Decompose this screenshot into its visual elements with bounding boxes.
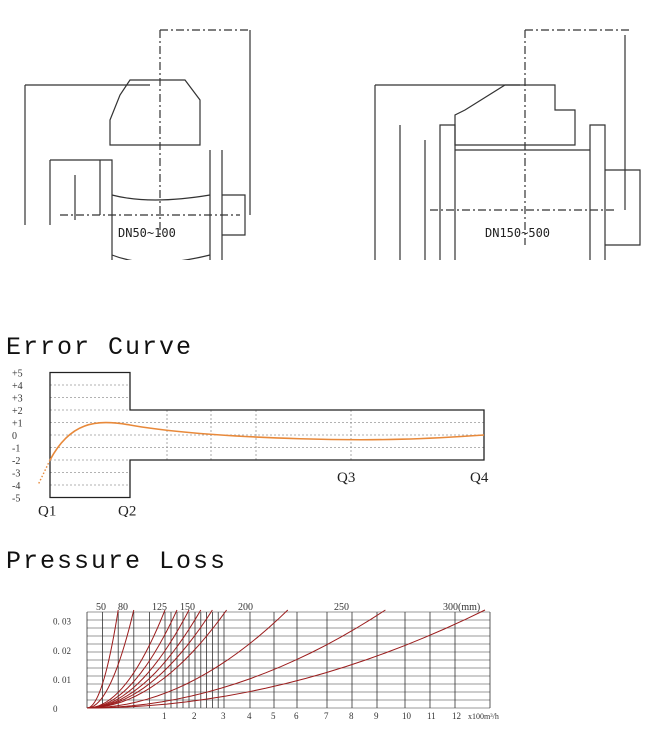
error-series-extrapolation <box>37 459 51 486</box>
y-tick-label: 0. 01 <box>53 675 71 685</box>
y-tick-label: 0 <box>12 431 17 442</box>
pressure-series-unlabeled <box>86 609 190 709</box>
series-label: 125 <box>152 602 167 613</box>
drawing-dn150-500 <box>374 29 641 260</box>
series-label: 50 <box>96 602 106 613</box>
x-tick-label: 4 <box>247 711 252 721</box>
pressure-series-250 <box>86 609 386 709</box>
x-tick-label: 5 <box>271 711 276 721</box>
x-label-q4: Q4 <box>470 470 489 486</box>
x-tick-label: 7 <box>324 711 329 721</box>
y-tick-label: -5 <box>12 494 20 505</box>
series-label: 80 <box>118 602 128 613</box>
pressure-series-200 <box>86 609 289 709</box>
pressure-series-80 <box>86 609 166 709</box>
x-tick-label: 10 <box>402 711 412 721</box>
y-tick-label: -3 <box>12 469 20 480</box>
x-tick-label: 12 <box>452 711 461 721</box>
y-tick-label: 0. 02 <box>53 646 71 656</box>
y-tick-label: +1 <box>12 419 23 430</box>
pressure-series-unlabeled <box>86 609 213 709</box>
tolerance-envelope <box>49 371 485 499</box>
y-tick-label: -2 <box>12 456 20 467</box>
series-label: 250 <box>334 602 349 613</box>
x-tick-label: 3 <box>221 711 226 721</box>
drawing-caption-dn50-100: DN50~100 <box>118 226 176 240</box>
pressure-series-unlabeled <box>86 609 135 709</box>
x-axis-unit: x100m³/h <box>468 712 499 721</box>
pressure-series-unlabeled <box>86 609 178 709</box>
x-label-q3: Q3 <box>337 470 355 486</box>
series-label: 300(mm) <box>443 602 480 613</box>
x-label-q1: Q1 <box>38 504 56 518</box>
drawing-caption-dn150-500: DN150~500 <box>485 226 551 240</box>
dimension-drawings <box>24 29 641 260</box>
y-tick-label: +2 <box>12 406 23 417</box>
pressure-series-125 <box>86 609 202 709</box>
y-tick-label: +4 <box>12 381 23 392</box>
x-tick-label: 6 <box>294 711 299 721</box>
y-tick-label: -1 <box>12 444 20 455</box>
y-tick-label: +5 <box>12 369 23 380</box>
x-label-q2: Q2 <box>118 504 136 518</box>
error-series-line <box>49 421 485 461</box>
pressure-loss-title: Pressure Loss <box>6 547 228 576</box>
y-tick-label: -4 <box>12 481 20 492</box>
x-tick-label: 8 <box>349 711 354 721</box>
y-tick-label: 0 <box>53 704 58 714</box>
pressure-series-150 <box>86 609 228 709</box>
y-tick-label: +3 <box>12 394 23 405</box>
error-curve-title: Error Curve <box>6 333 194 362</box>
pressure-series-300 <box>86 609 486 709</box>
y-tick-label: 0. 03 <box>53 617 72 627</box>
x-tick-label: 9 <box>374 711 379 721</box>
x-tick-label: 11 <box>427 711 436 721</box>
series-label: 150 <box>180 602 195 613</box>
pressure-series-50 <box>86 609 119 709</box>
drawing-dn50-100 <box>24 29 251 260</box>
x-tick-label: 2 <box>192 711 197 721</box>
series-label: 200 <box>238 602 253 613</box>
error-curve-chart: +5+4 +3+2 +10 -1-2 -3-4 -5Q1 Q2 Q3 Q4 <box>12 369 489 518</box>
x-tick-label: 1 <box>162 711 167 721</box>
